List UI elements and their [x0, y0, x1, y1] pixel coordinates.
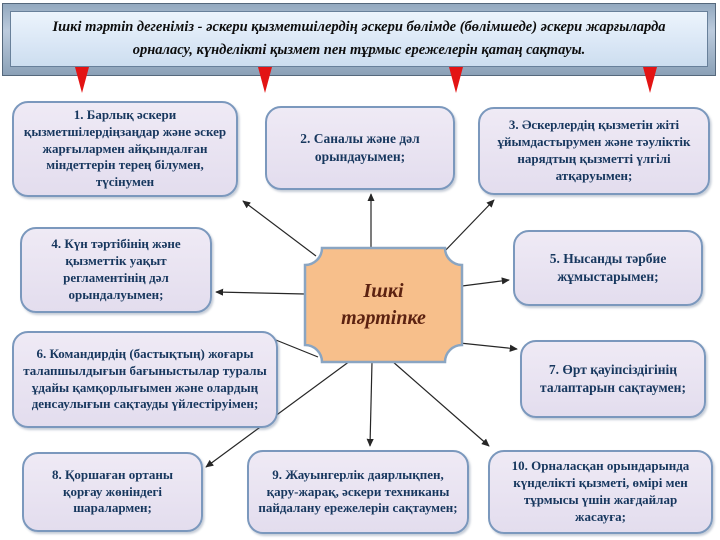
node-box-2: 2. Саналы және дәл орындауымен;	[265, 106, 455, 190]
node-box-7: 7. Өрт қауіпсіздігінің талаптарын сақтау…	[520, 340, 706, 418]
node-box-10: 10. Орналасқан орындарында күнделікті қы…	[488, 450, 713, 534]
node-box-5: 5. Нысанды тәрбие жұмыстарымен;	[513, 230, 703, 306]
slide-title: Ішкі тәртіп дегеніміз - әскери қызметшіл…	[46, 16, 671, 62]
slide-title-line1: Ішкі тәртіп дегеніміз - әскери қызметшіл…	[52, 18, 666, 35]
red-arrow-icon	[643, 67, 657, 93]
node-box-4: 4. Күн тәртібінің және қызметтік уақыт р…	[20, 227, 212, 313]
center-node-label: Ішкі тәртіпке	[305, 248, 462, 362]
connector-to-box-1	[242, 200, 317, 257]
red-arrow-icon	[258, 67, 272, 93]
node-box-6: 6. Командирдің (бастықтың) жоғары талапш…	[12, 331, 278, 428]
connector-to-box-3	[440, 199, 495, 256]
connector-to-box-10	[391, 360, 490, 447]
center-node-label-text: Ішкі тәртіпке	[341, 280, 426, 329]
node-box-3: 3. Әскерлердің қызметін жіті ұйымдастыру…	[478, 107, 710, 195]
node-box-1: 1. Барлық әскери қызметшілердіңзаңдар жә…	[12, 101, 238, 197]
slide-title-line2: орналасу, күнделікті қызмет пен тұрмыс е…	[132, 42, 586, 58]
title-banner-panel: Ішкі тәртіп дегеніміз - әскери қызметшіл…	[10, 11, 708, 67]
node-box-8: 8. Қоршаған ортаны қорғау жөніндегі шара…	[22, 452, 203, 532]
connector-to-box-4	[215, 288, 306, 296]
connector-to-box-8	[205, 360, 351, 468]
title-banner: Ішкі тәртіп дегеніміз - әскери қызметшіл…	[2, 3, 716, 76]
center-node-shape	[303, 246, 464, 364]
node-box-9: 9. Жауынгерлік даярлықпен, қару-жарақ, ә…	[247, 450, 469, 534]
connector-to-box-9	[366, 361, 374, 447]
connector-to-box-5	[461, 277, 510, 287]
red-arrow-icon	[449, 67, 463, 93]
red-arrow-icon	[75, 67, 89, 93]
